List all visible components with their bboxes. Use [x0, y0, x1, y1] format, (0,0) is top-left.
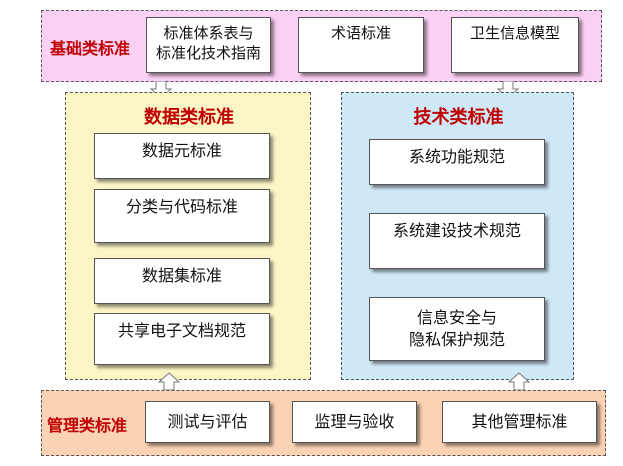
data-item-1: 数据元标准 — [94, 133, 270, 179]
management-item-2: 监理与验收 — [292, 401, 417, 443]
foundation-box-3: 卫生信息模型 — [451, 17, 579, 73]
tech-item-3-line-2: 隐私保护规范 — [408, 330, 505, 349]
tech-item-2: 系统建设技术规范 — [369, 213, 545, 269]
tech-item-3: 信息安全与 隐私保护规范 — [369, 297, 545, 361]
data-item-4: 共享电子文档规范 — [94, 313, 270, 365]
management-band: 管理类标准 测试与评估 监理与验收 其他管理标准 — [41, 390, 606, 456]
data-standards-title: 数据类标准 — [144, 107, 234, 128]
management-label: 管理类标准 — [47, 416, 128, 435]
foundation-band: 基础类标准 标准体系表与 标准化技术指南 术语标准 卫生信息模型 — [41, 10, 602, 82]
data-item-3: 数据集标准 — [94, 258, 270, 304]
foundation-label: 基础类标准 — [50, 39, 131, 58]
data-item-2: 分类与代码标准 — [94, 189, 270, 243]
foundation-box-1-line-2: 标准化技术指南 — [155, 43, 261, 62]
foundation-box-2-line-1: 术语标准 — [330, 24, 391, 42]
foundation-box-1-line-1: 标准体系表与 — [163, 24, 254, 42]
arrow-up-left-icon — [158, 372, 180, 390]
management-item-1: 测试与评估 — [145, 401, 270, 443]
tech-item-1-line-1: 系统功能规范 — [408, 147, 505, 166]
tech-item-2-line-1: 系统建设技术规范 — [392, 221, 521, 240]
tech-item-3-line-1: 信息安全与 — [416, 308, 497, 328]
foundation-box-2: 术语标准 — [298, 17, 424, 73]
foundation-box-3-line-1: 卫生信息模型 — [469, 24, 560, 42]
management-item-3: 其他管理标准 — [442, 401, 597, 443]
tech-standards-title: 技术类标准 — [413, 107, 504, 128]
foundation-box-1: 标准体系表与 标准化技术指南 — [146, 17, 271, 73]
tech-standards-panel: 技术类标准 系统功能规范 系统建设技术规范 信息安全与 隐私保护规范 — [341, 92, 574, 380]
data-standards-panel: 数据类标准 数据元标准 分类与代码标准 数据集标准 共享电子文档规范 — [65, 92, 311, 380]
arrow-up-right-icon — [508, 372, 530, 390]
tech-item-1: 系统功能规范 — [369, 139, 545, 185]
